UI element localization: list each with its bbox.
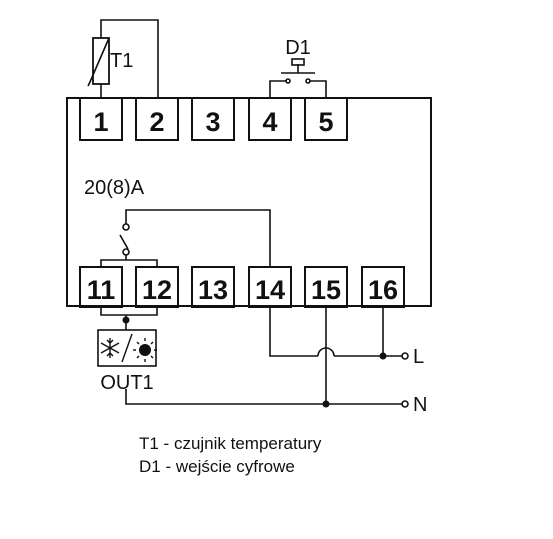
digital-input-d1: D1 bbox=[269, 37, 327, 98]
neutral-wire-main bbox=[125, 389, 402, 405]
terminal-2-box bbox=[135, 97, 179, 141]
output-split-bottom bbox=[100, 307, 158, 316]
line-label: L bbox=[413, 346, 424, 368]
terminal-label-5: 5 bbox=[318, 107, 333, 137]
relay-contact: 20(8)A bbox=[84, 177, 271, 267]
load-divider bbox=[121, 333, 133, 363]
neutral-junction-dot bbox=[322, 400, 330, 408]
snowflake-icon bbox=[100, 338, 120, 358]
top-terminal-block: 1 2 3 4 5 bbox=[79, 97, 348, 141]
relay-split-top bbox=[100, 259, 158, 267]
relay-switch-blade bbox=[119, 234, 129, 250]
d1-contact-left bbox=[285, 78, 291, 84]
legend-item-d1: D1 - wejście cyfrowe bbox=[139, 457, 295, 476]
relay-contact-bottom bbox=[122, 248, 130, 256]
digital-input-label: D1 bbox=[285, 37, 311, 59]
line-terminal bbox=[401, 352, 409, 360]
out1-load: OUT1 bbox=[97, 307, 158, 394]
terminal-label-15: 15 bbox=[311, 275, 341, 305]
terminal-label-14: 14 bbox=[255, 275, 285, 305]
d1-left-wire bbox=[269, 80, 287, 98]
d1-right-wire bbox=[309, 80, 327, 98]
line-junction-dot bbox=[379, 352, 387, 360]
terminal-label-1: 1 bbox=[93, 107, 108, 137]
neutral-label: N bbox=[413, 394, 427, 416]
terminal-3-box bbox=[191, 97, 235, 141]
line-wire-14 bbox=[269, 307, 318, 357]
thermistor-t1: T1 bbox=[87, 19, 159, 98]
terminal-label-12: 12 bbox=[142, 275, 172, 305]
terminal-label-4: 4 bbox=[262, 107, 277, 137]
terminal-label-13: 13 bbox=[198, 275, 228, 305]
relay-common-wire bbox=[125, 209, 271, 267]
legend: T1 - czujnik temperatury D1 - wejście cy… bbox=[139, 434, 322, 476]
terminal-label-11: 11 bbox=[87, 275, 116, 305]
power-wiring: L N bbox=[125, 307, 427, 416]
terminal-label-3: 3 bbox=[205, 107, 220, 137]
output-label: OUT1 bbox=[100, 372, 153, 394]
legend-item-t1: T1 - czujnik temperatury bbox=[139, 434, 322, 453]
d1-contact-right bbox=[305, 78, 311, 84]
terminal-label-2: 2 bbox=[149, 107, 164, 137]
thermistor-slash bbox=[87, 37, 110, 87]
sun-icon bbox=[133, 338, 157, 362]
pushbutton-icon bbox=[291, 58, 305, 66]
relay-contact-top bbox=[122, 223, 130, 231]
neutral-terminal bbox=[401, 400, 409, 408]
bottom-terminal-block: 11 12 13 14 15 16 bbox=[79, 266, 405, 308]
output-junction-dot bbox=[122, 316, 130, 324]
relay-rating-label: 20(8)A bbox=[84, 177, 145, 199]
thermistor-icon bbox=[92, 37, 110, 85]
sensor-label: T1 bbox=[110, 50, 133, 72]
terminal-13-box bbox=[191, 266, 235, 308]
terminal-label-16: 16 bbox=[368, 275, 398, 305]
